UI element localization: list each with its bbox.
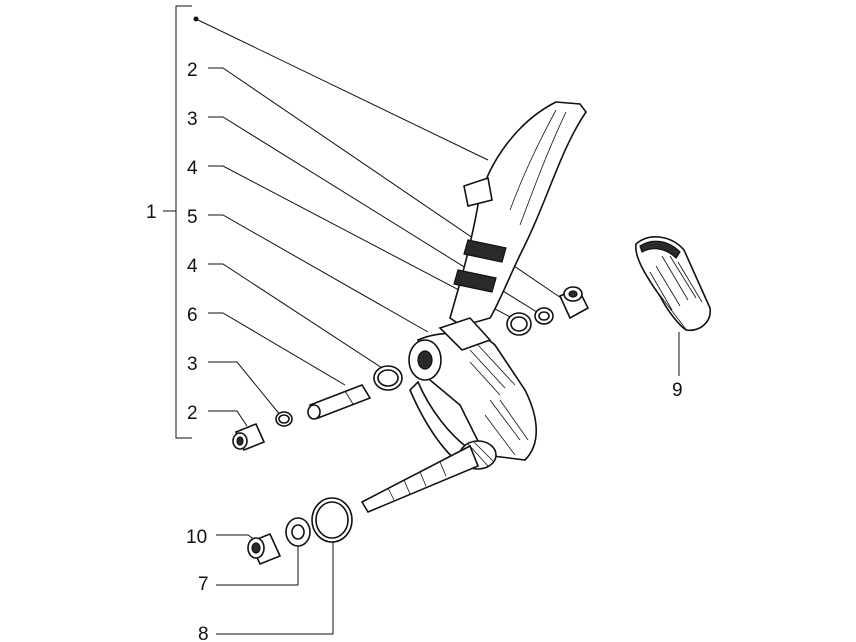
pivot-pin: [307, 384, 372, 420]
callout-4-top: 4: [187, 158, 198, 179]
callout-labels: 1 2 3 4 5 4 6 3 2 9 10 7 8: [146, 16, 683, 642]
callout-3-top: 3: [187, 109, 198, 130]
group-bracket: [163, 5, 192, 439]
callout-2-top: 2: [187, 60, 198, 81]
callout-2-bottom: 2: [187, 403, 198, 424]
callout-9: 9: [672, 380, 683, 401]
bush-top: [558, 286, 590, 320]
o-ring: [311, 497, 353, 543]
washer-top: [506, 312, 532, 336]
pedal-rubber-pad: [635, 236, 711, 332]
callout-6: 6: [187, 305, 198, 326]
callout-8: 8: [198, 624, 209, 642]
callout-1: 1: [146, 202, 157, 223]
washer-bottom: [373, 365, 403, 391]
callout-5: 5: [187, 207, 198, 228]
brake-pedal-lever: [360, 101, 587, 514]
callout-4-bottom: 4: [187, 256, 198, 277]
callout-3-bottom: 3: [187, 354, 198, 375]
bush-bottom: [232, 422, 266, 452]
ring-bottom: [275, 411, 293, 427]
nut: [247, 532, 282, 566]
callout-7: 7: [198, 574, 209, 595]
leader-lines: [195, 18, 680, 635]
ring-top: [534, 307, 554, 325]
flat-washer: [285, 517, 311, 547]
callout-10: 10: [186, 527, 207, 548]
